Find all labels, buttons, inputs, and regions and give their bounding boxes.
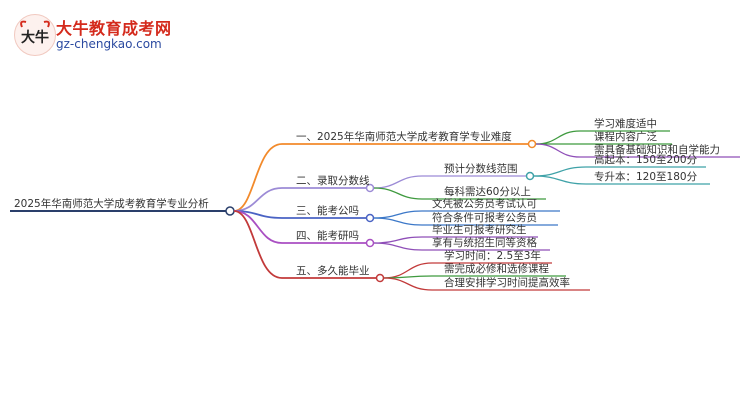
branch-2-dot	[365, 183, 375, 193]
leaf-2-1-link	[373, 175, 526, 189]
leaf-2-1-dot	[525, 171, 535, 181]
branch-5-link	[233, 210, 376, 279]
leaf-5-3[interactable]: 合理安排学习时间提高效率	[444, 277, 570, 289]
bull-logo-icon: 大牛	[14, 14, 56, 56]
leaf-5-1[interactable]: 学习时间：2.5至3年	[444, 250, 541, 262]
branch-2-link	[233, 187, 366, 212]
root-topic[interactable]: 2025年华南师范大学成考教育学专业分析	[14, 198, 209, 210]
leaf-4-2-link	[373, 242, 550, 251]
branch-4-topic[interactable]: 四、能考研吗	[296, 230, 359, 242]
leaf-3-2[interactable]: 符合条件可报考公务员	[432, 212, 537, 224]
site-name: 大牛教育成考网	[56, 19, 172, 38]
branch-3-topic[interactable]: 三、能考公吗	[296, 205, 359, 217]
leaf-2-1-2[interactable]: 专升本：120至180分	[594, 171, 698, 183]
leaf-2-2-link	[373, 187, 546, 200]
leaf-3-1[interactable]: 文凭被公务员考试认可	[432, 198, 537, 210]
branch-4-link	[233, 210, 366, 244]
branch-4-dot	[365, 238, 375, 248]
branch-1-link	[233, 143, 528, 212]
leaf-1-3-link	[535, 143, 740, 158]
branch-3-dot	[365, 213, 375, 223]
leaf-2-1-1[interactable]: 高起本：150至200分	[594, 154, 698, 166]
leaf-2-1-2-link	[533, 175, 710, 185]
branch-1-dot	[527, 139, 537, 149]
branch-2-topic[interactable]: 二、录取分数线	[296, 175, 370, 187]
leaf-2-2[interactable]: 每科需达60分以上	[444, 186, 531, 198]
leaf-4-2[interactable]: 享有与统招生同等资格	[432, 237, 537, 249]
leaf-5-3-link	[383, 277, 590, 291]
leaf-4-1[interactable]: 毕业生可报考研究生	[432, 224, 527, 236]
branch-5-topic[interactable]: 五、多久能毕业	[296, 265, 370, 277]
site-url[interactable]: gz-chengkao.com	[56, 37, 162, 51]
site-logo[interactable]: 大牛 大牛教育成考网 gz-chengkao.com	[14, 14, 204, 58]
leaf-3-2-link	[373, 217, 558, 226]
leaf-1-1[interactable]: 学习难度适中	[594, 118, 657, 130]
leaf-1-2[interactable]: 课程内容广泛	[594, 131, 657, 143]
leaf-5-2[interactable]: 需完成必修和选修课程	[444, 263, 549, 275]
leaf-1-3[interactable]: 需具备基础知识和自学能力	[594, 144, 720, 156]
root-node-dot	[225, 206, 235, 216]
leaf-2-1[interactable]: 预计分数线范围	[444, 163, 518, 175]
logo-mark-text: 大牛	[21, 29, 49, 46]
branch-5-dot	[375, 273, 385, 283]
branch-1-topic[interactable]: 一、2025年华南师范大学成考教育学专业难度	[296, 131, 512, 143]
